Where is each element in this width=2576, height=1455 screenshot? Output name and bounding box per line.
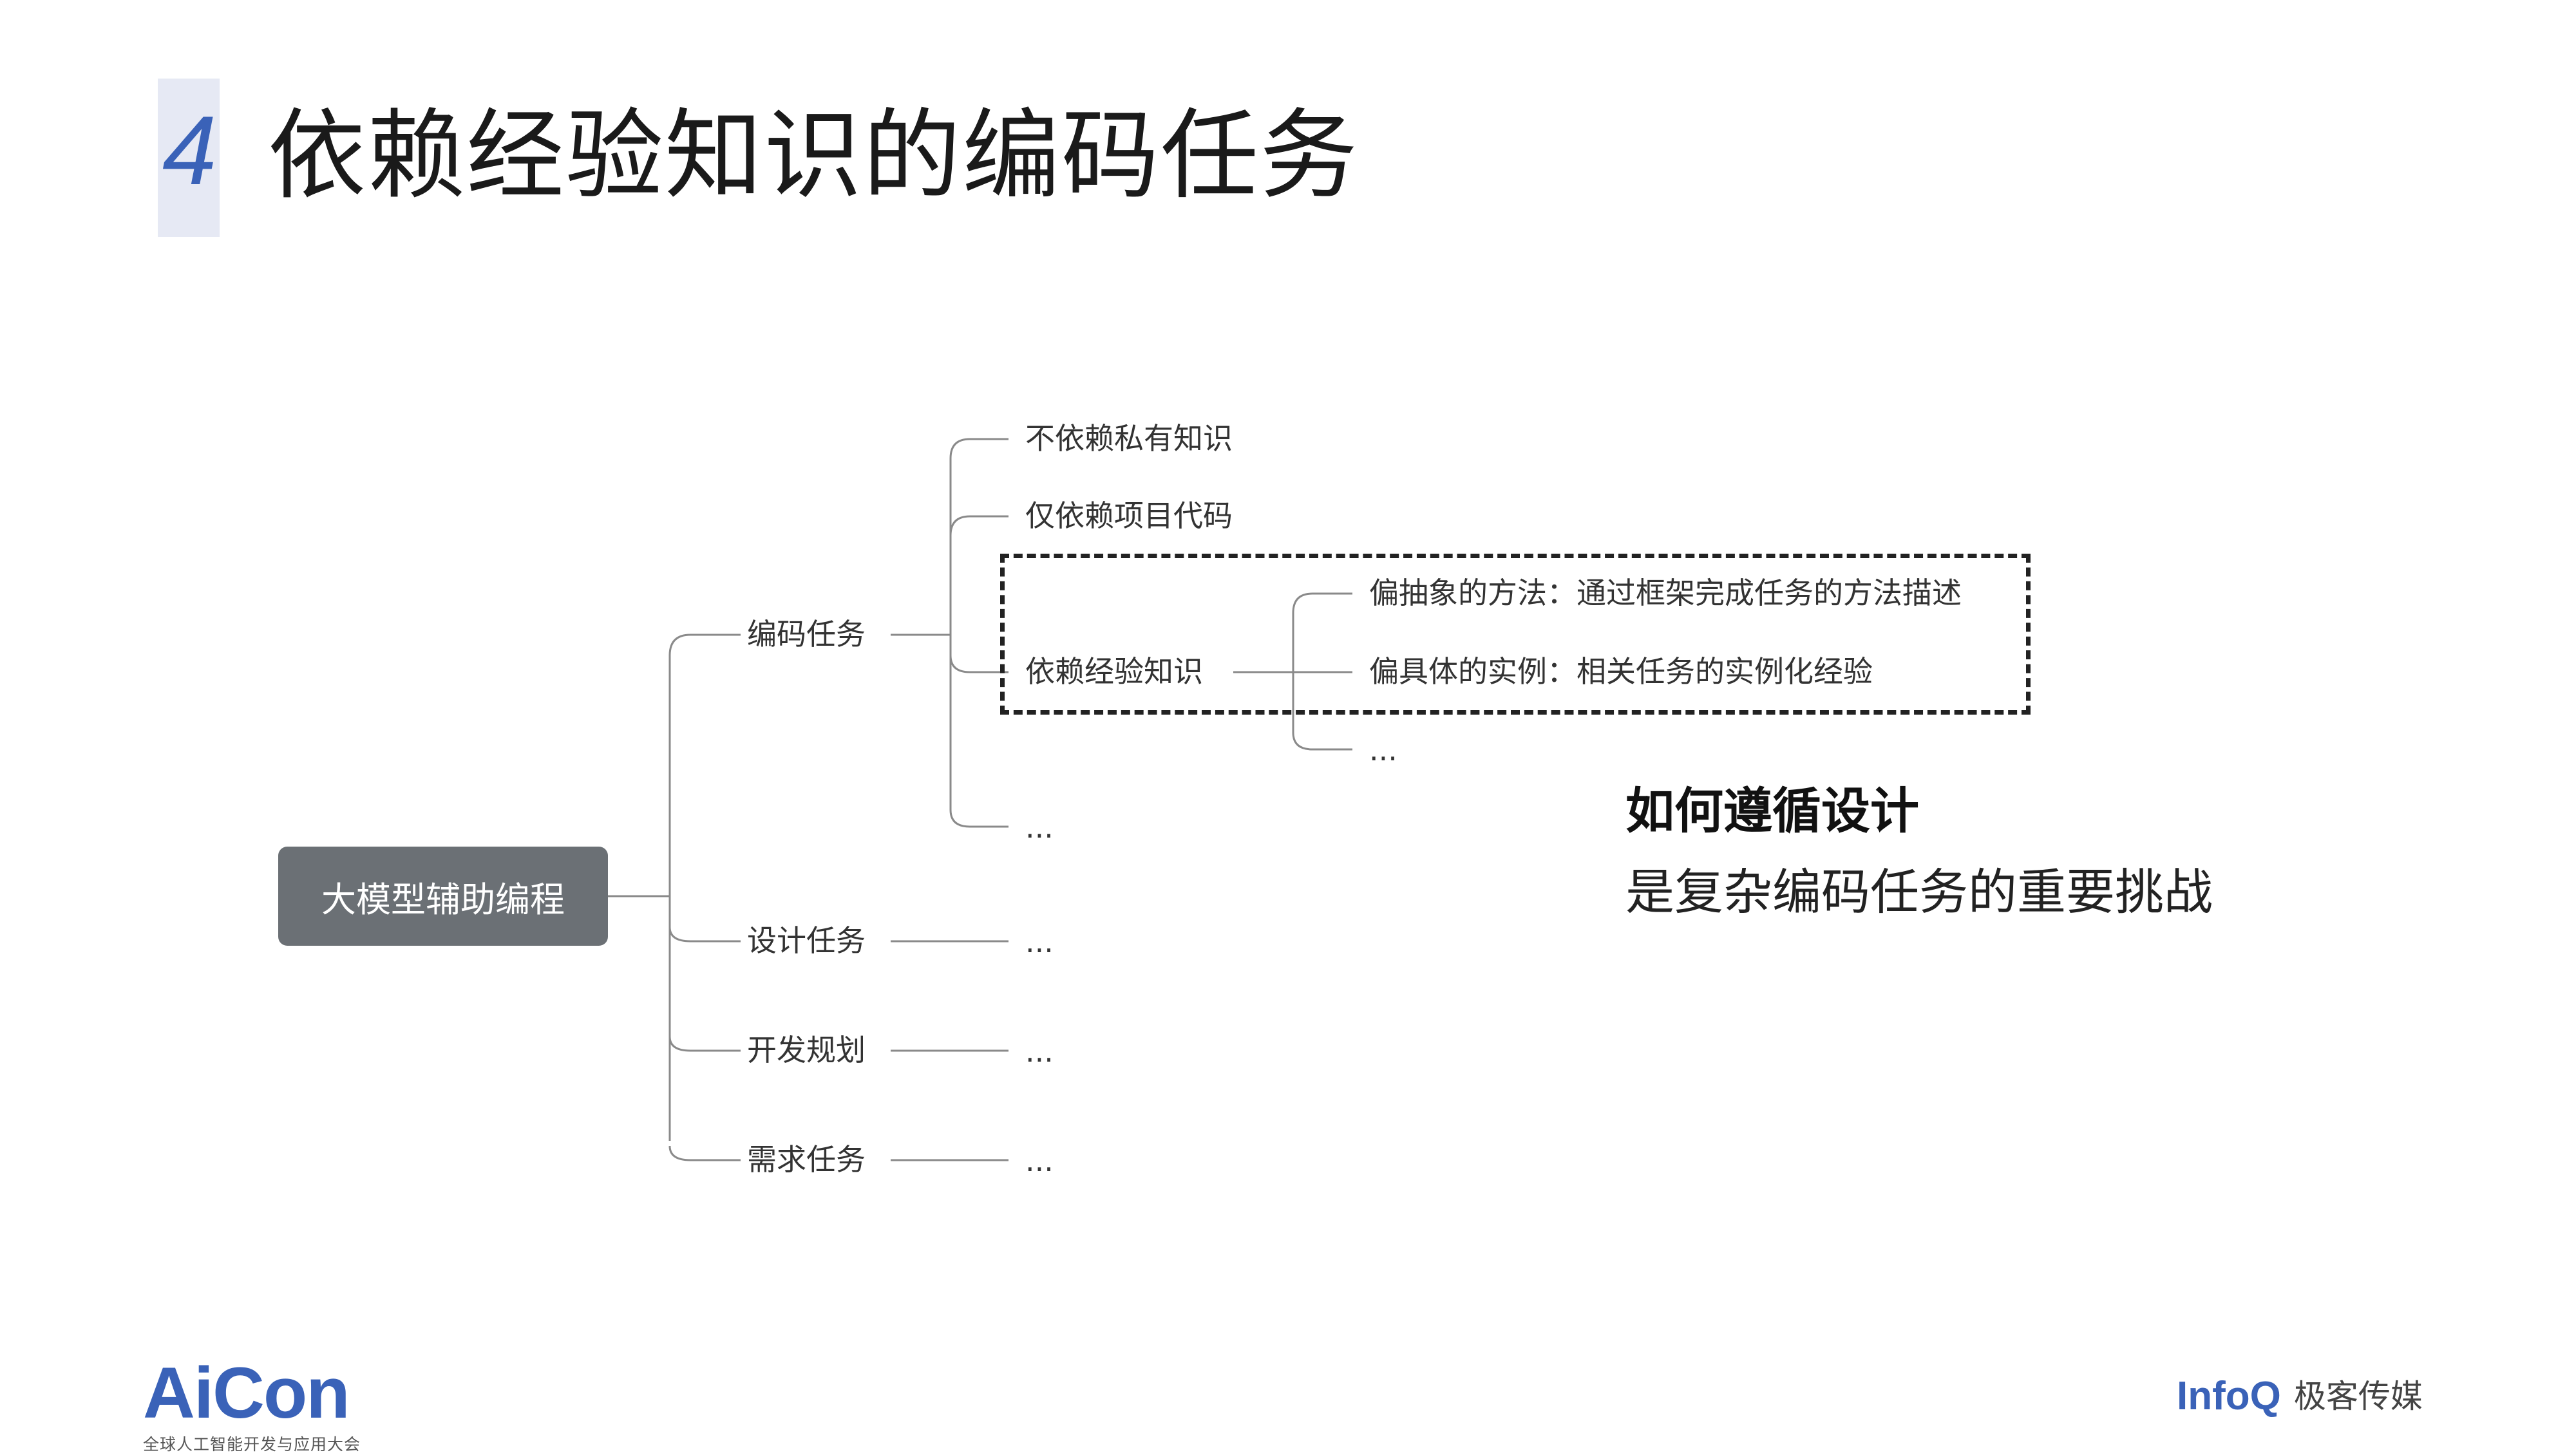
infoq-logo-text: InfoQ	[2177, 1374, 2281, 1418]
branch-coding-task: 编码任务	[747, 617, 866, 652]
node-no-private-knowledge: 不依赖私有知识	[1025, 421, 1233, 456]
mindmap-root: 大模型辅助编程	[278, 847, 608, 946]
node-abstract-method: 偏抽象的方法：通过框架完成任务的方法描述	[1369, 576, 1962, 610]
branch-dev-planning: 开发规划	[747, 1033, 866, 1067]
callout-headline: 如何遵循设计	[1625, 782, 1919, 840]
node-experience-more: ...	[1369, 733, 1397, 767]
connector-experience	[949, 655, 1009, 673]
node-project-code-only: 仅依赖项目代码	[1025, 498, 1233, 533]
node-plan-more: ...	[1025, 1034, 1054, 1069]
aicon-logo-tagline: 全球人工智能开发与应用大会	[143, 1435, 361, 1454]
section-number: 4	[162, 96, 217, 205]
connector-req	[668, 1145, 741, 1161]
connector-exp-more	[1292, 732, 1352, 751]
infoq-logo-tagline: 极客传媒	[2293, 1378, 2423, 1415]
infoq-logo: InfoQ 极客传媒	[2177, 1376, 2423, 1416]
branch-design-task: 设计任务	[747, 923, 866, 958]
branch-requirement-task: 需求任务	[747, 1142, 866, 1177]
node-requirement-more: ...	[1025, 1143, 1054, 1178]
connector-no-private	[949, 438, 1009, 459]
node-experience-knowledge: 依赖经验知识	[1025, 654, 1203, 689]
connector-design	[668, 926, 741, 943]
mindmap-root-label: 大模型辅助编程	[321, 879, 565, 920]
section-number-background	[158, 79, 220, 237]
node-concrete-instance: 偏具体的实例：相关任务的实例化经验	[1369, 654, 1873, 689]
node-coding-more: ...	[1025, 810, 1054, 845]
highlight-dashed-box	[1000, 554, 2031, 715]
connector-project-only	[949, 515, 1009, 536]
node-design-more: ...	[1025, 925, 1054, 959]
slide-title: 依赖经验知识的编码任务	[268, 99, 1359, 212]
connector-coding-more	[949, 809, 1009, 828]
callout-text: 是复杂编码任务的重要挑战	[1625, 863, 2213, 921]
connector-plan	[668, 1036, 741, 1052]
connector-abstract	[1292, 592, 1352, 614]
aicon-logo: AiCon 全球人工智能开发与应用大会	[143, 1357, 361, 1455]
aicon-logo-text: AiCon	[143, 1353, 350, 1433]
connector-coding	[668, 634, 741, 656]
